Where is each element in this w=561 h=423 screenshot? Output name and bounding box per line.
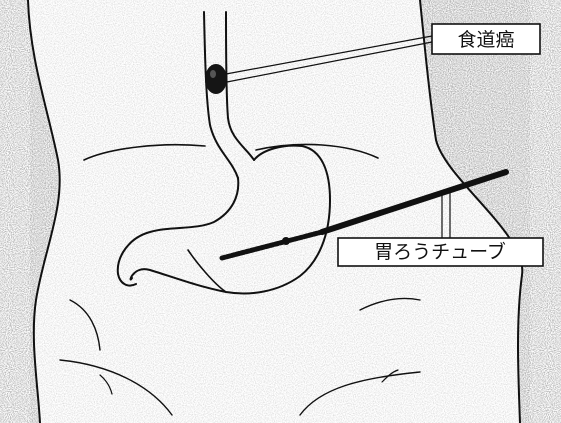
esophageal-cancer-label: 食道癌 <box>457 29 514 51</box>
tube-stoma-marker <box>282 237 290 245</box>
esophageal-tumor <box>205 64 227 94</box>
gastrostomy-tube-label: 胃ろうチューブ <box>374 240 506 263</box>
tumor-highlight <box>210 70 216 78</box>
